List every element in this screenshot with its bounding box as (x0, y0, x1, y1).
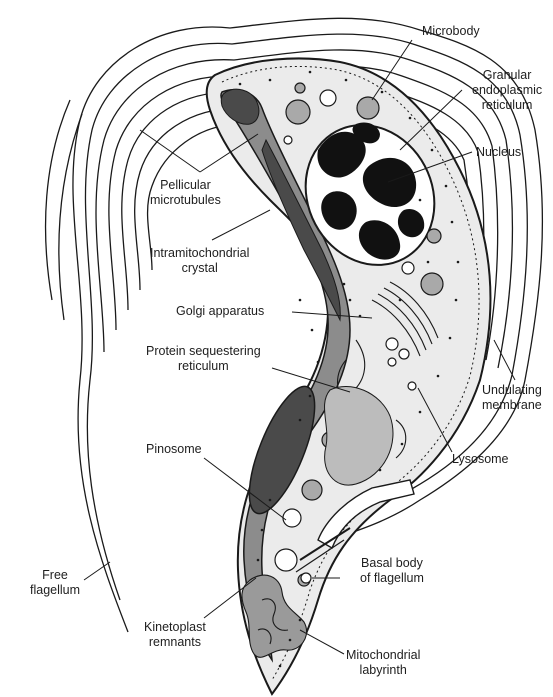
label-granular-endoplasmic-reticulum: Granular endoplasmic reticulum (472, 68, 542, 113)
label-pinosome: Pinosome (146, 442, 202, 457)
label-undulating-membrane: Undulating membrane (482, 383, 542, 413)
label-golgi-apparatus: Golgi apparatus (176, 304, 264, 319)
label-mitochondrial-labyrinth: Mitochondrial labyrinth (346, 648, 420, 678)
label-microbody: Microbody (422, 24, 480, 39)
label-intramitochondrial-crystal: Intramitochondrial crystal (150, 246, 249, 276)
label-kinetoplast-remnants: Kinetoplast remnants (144, 620, 206, 650)
label-protein-sequestering-reticulum: Protein sequestering reticulum (146, 344, 261, 374)
label-nucleus: Nucleus (476, 145, 521, 160)
label-basal-body: Basal body of flagellum (360, 556, 424, 586)
label-free-flagellum: Free flagellum (30, 568, 80, 598)
label-pellicular-microtubules: Pellicular microtubules (150, 178, 221, 208)
label-lysosome: Lysosome (452, 452, 509, 467)
